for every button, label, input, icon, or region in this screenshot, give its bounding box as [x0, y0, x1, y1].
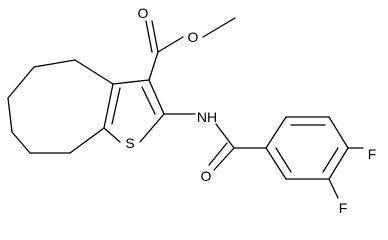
bond-ar-4-inner	[322, 147, 339, 173]
bond-ar-6-inner	[275, 147, 292, 173]
thiophene-ring	[103, 79, 165, 143]
atom-label-fluorine-4: F	[368, 146, 377, 162]
atom-label-amide-nh: NH	[197, 109, 217, 125]
atom-label-fluorine-3: F	[339, 200, 348, 216]
bond-o-carbonyl	[157, 36, 184, 53]
bond-c3-c2-inner	[141, 86, 156, 115]
bond-c7a-c3a	[103, 83, 114, 129]
molecule-drawing: O O S NH O F F	[7, 5, 377, 216]
bond-methyl-o	[202, 17, 236, 38]
atom-label-amide-o: O	[201, 168, 212, 184]
cyclooctane-ring	[7, 59, 114, 154]
bond-ar-1	[265, 116, 287, 149]
bond-ar-3	[328, 116, 349, 149]
bond-ring-4	[7, 97, 13, 133]
atom-label-ester-carbonyl-o: O	[138, 5, 149, 21]
bond-c7a-c3a-inner	[111, 87, 121, 125]
bond-ring-7	[69, 127, 105, 154]
bond-ring-1	[74, 59, 114, 85]
bond-carbonyl-o-a	[151, 20, 159, 53]
atom-label-ester-o: O	[188, 29, 199, 45]
structure-canvas: O O S NH O F F	[7, 5, 377, 216]
bond-ar-4	[328, 147, 349, 180]
bond-c3a-c3	[112, 79, 150, 85]
bond-carbonyl-o-b	[145, 20, 153, 53]
bond-c2-s	[139, 113, 165, 143]
amide-linker	[163, 113, 267, 171]
bond-carbonyl-ring	[148, 51, 159, 81]
bond-n-carbonyl	[215, 123, 235, 149]
atom-label-sulfur: S	[125, 135, 134, 151]
difluorophenyl-ring	[265, 116, 364, 199]
bond-s-c7a	[103, 127, 121, 143]
bond-ring-2	[33, 59, 76, 68]
bond-ar-6	[265, 147, 287, 180]
bond-ring-5	[11, 131, 31, 154]
bond-c3-c2	[148, 79, 165, 115]
bond-amide-o-a	[213, 147, 235, 171]
methyl-ester-group	[145, 17, 236, 81]
bond-amide-o-b	[208, 142, 228, 166]
bond-c3-f	[328, 178, 339, 199]
bond-ring-3	[7, 66, 35, 99]
